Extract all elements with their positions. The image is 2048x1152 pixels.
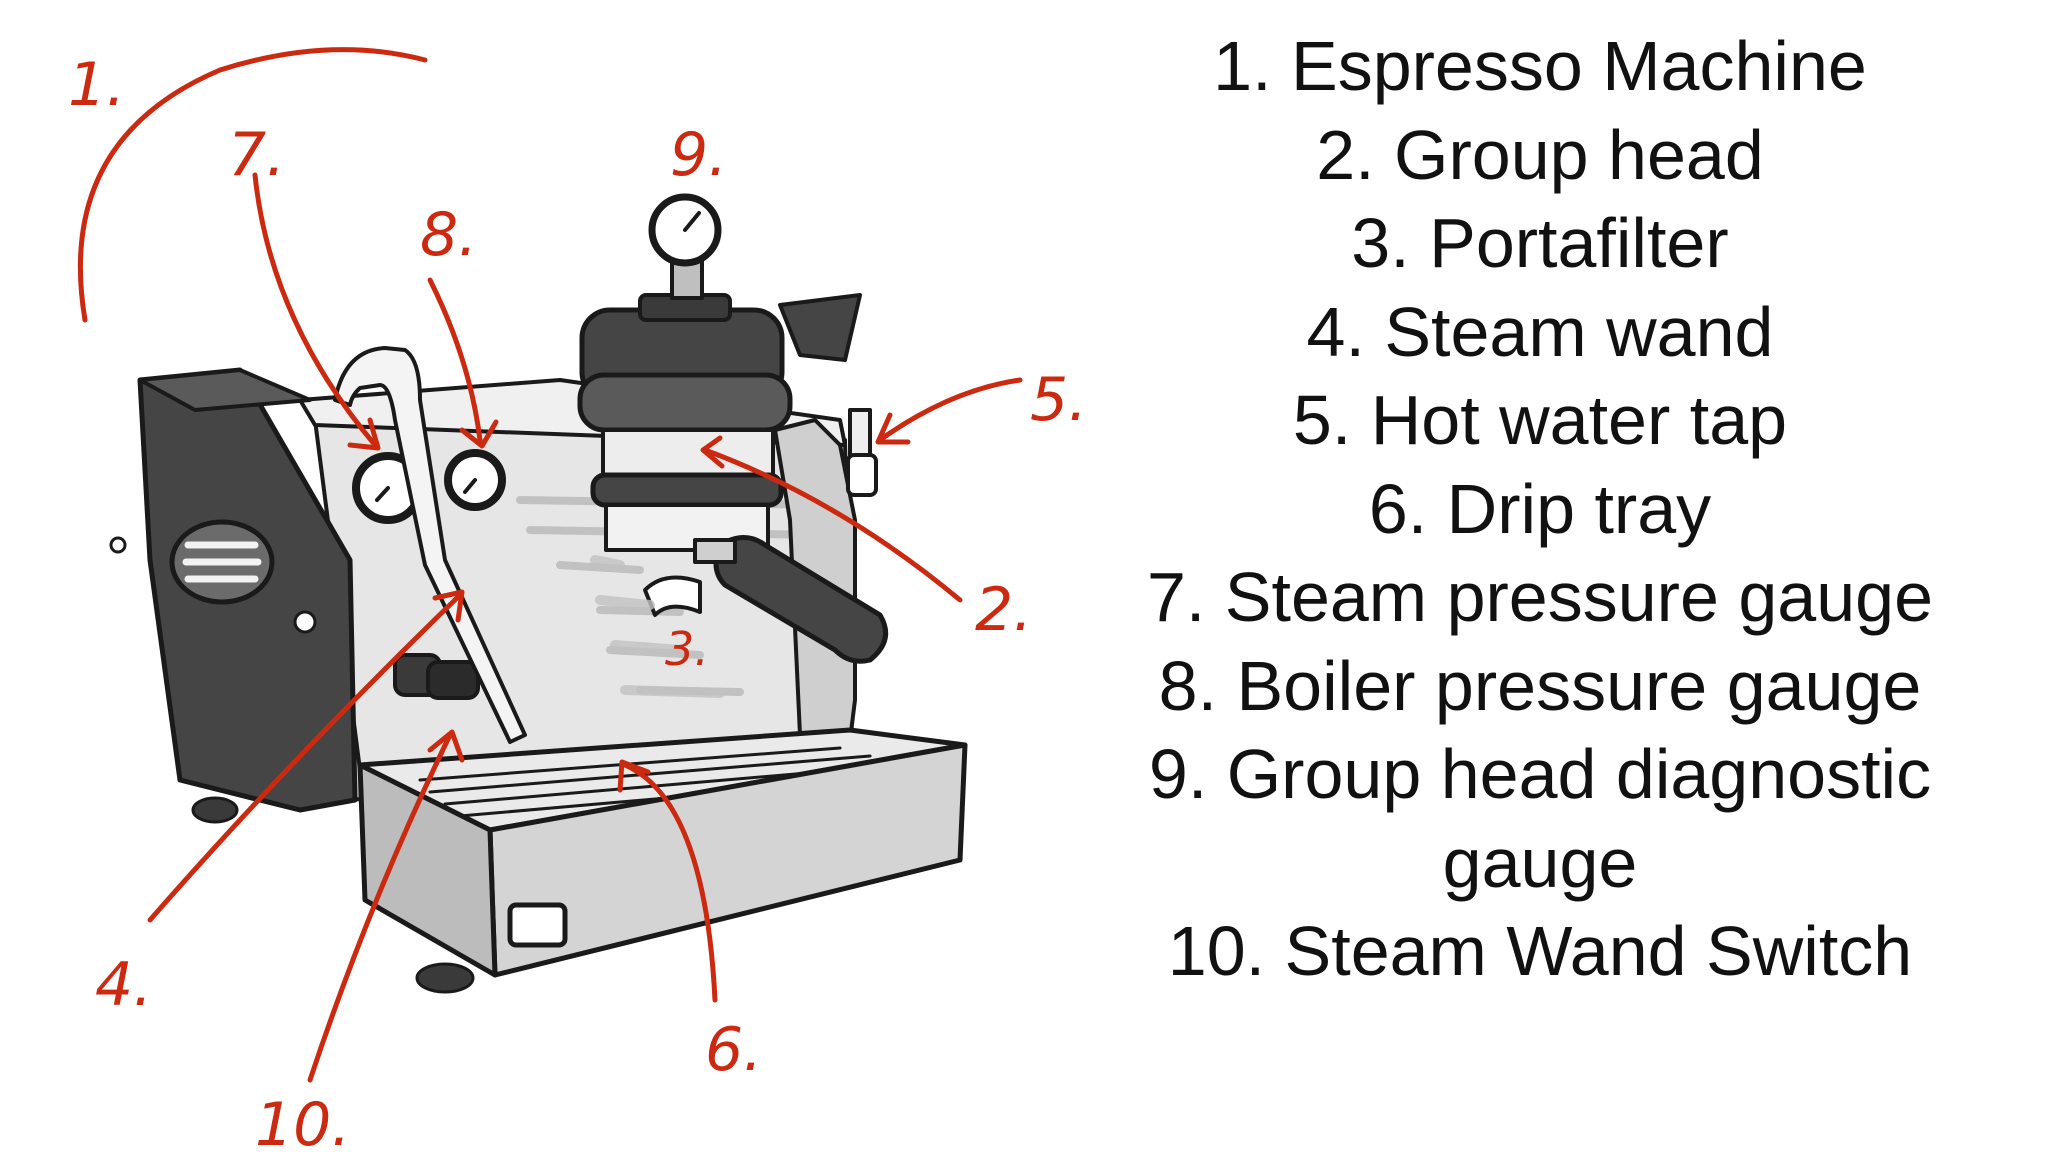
legend-item: 6. Drip tray	[1368, 469, 1712, 548]
drip-tray-handle	[507, 902, 568, 948]
panel-screw	[293, 610, 317, 634]
arrow-10	[307, 732, 453, 1083]
legend-item: 1. Espresso Machine	[1213, 27, 1867, 105]
hot-water-tap	[848, 408, 872, 462]
legend-item: 3. Portafilter	[1351, 204, 1729, 282]
arrow-5	[877, 377, 1023, 443]
marker-8: 8.	[420, 200, 477, 270]
parts-legend: 1. Espresso Machine 2. Group head 3. Por…	[1100, 22, 1980, 996]
arrow-4	[147, 592, 463, 923]
marker-4: 4.	[95, 950, 152, 1020]
annotation-arrows	[77, 47, 1023, 1083]
foot-front	[415, 962, 475, 994]
legend-item: 10. Steam Wand Switch	[1167, 912, 1913, 990]
group-lever	[778, 293, 862, 362]
marker-9: 9.	[670, 120, 727, 190]
espresso-stream	[590, 555, 725, 698]
foot-left	[191, 796, 239, 824]
marker-3: 3.	[665, 622, 709, 676]
legend-item: 7. Steam pressure gauge	[1146, 558, 1934, 636]
arrow-8	[427, 277, 483, 443]
espresso-machine	[109, 193, 968, 994]
group-head-ring	[590, 472, 784, 508]
group-head-lower	[577, 372, 793, 433]
marker-labels: 1. 7. 8. 9. 5. 2. 3. 4. 6. 10.	[68, 50, 1087, 1152]
marker-7: 7.	[228, 120, 285, 190]
marker-10: 10.	[255, 1090, 350, 1152]
marker-1: 1.	[68, 50, 125, 120]
legend-item: 9. Group head diagnostic gauge	[1148, 735, 1932, 902]
steam-wand	[333, 346, 527, 744]
marker-5: 5.	[1030, 365, 1087, 435]
portafilter-basket	[643, 575, 702, 617]
legend-item: 2. Group head	[1316, 115, 1764, 194]
portafilter-handle	[713, 535, 889, 664]
marker-6: 6.	[705, 1015, 762, 1085]
arrow-7	[252, 172, 378, 448]
legend-item: 8. Boiler pressure gauge	[1158, 646, 1922, 725]
logo-lines	[182, 541, 262, 583]
arrow-2	[702, 447, 963, 603]
left-panel-cap	[138, 368, 312, 412]
panel-screw-small	[109, 536, 127, 554]
marker-2: 2.	[975, 575, 1032, 645]
legend-item: 4. Steam wand	[1306, 292, 1774, 371]
arrow-1	[77, 47, 428, 323]
arrow-6	[622, 762, 718, 1003]
legend-item: 5. Hot water tap	[1292, 381, 1788, 459]
